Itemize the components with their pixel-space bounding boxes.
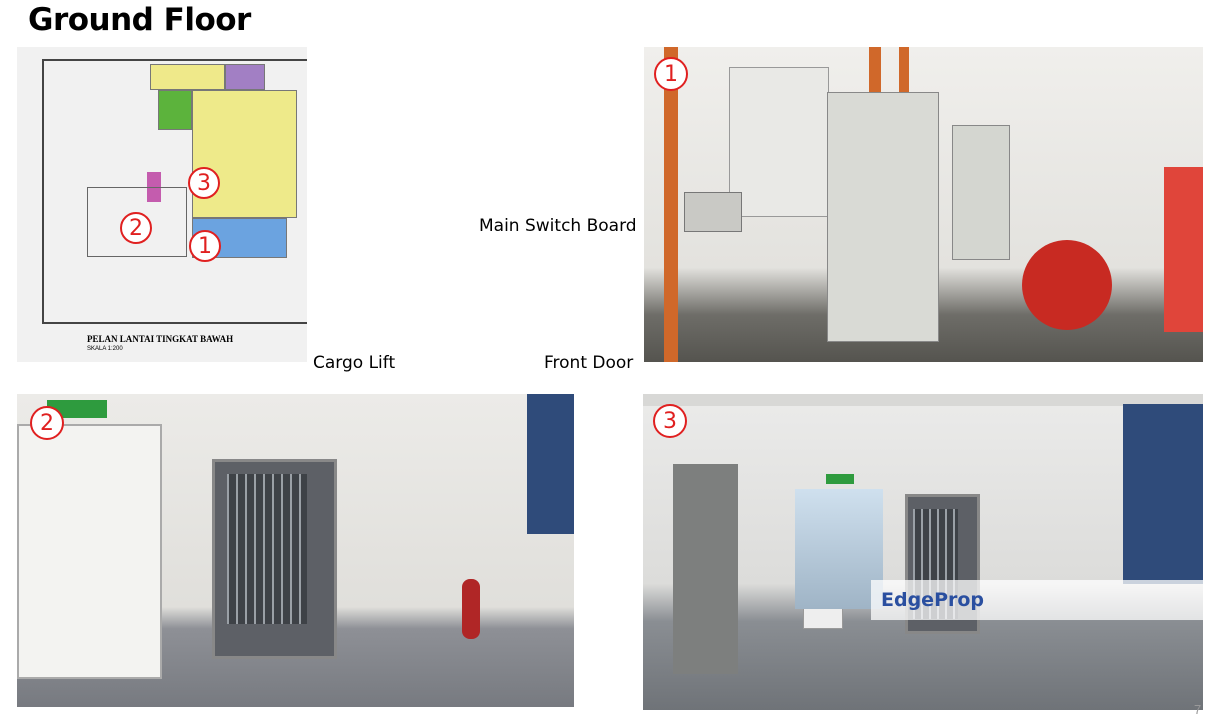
page-number: 7: [1194, 702, 1202, 717]
photo-main-switch-board: 1: [644, 47, 1203, 362]
label-front-door: Front Door: [544, 353, 634, 373]
plan-marker-3: 3: [188, 167, 220, 199]
photo-cargo-lift: 2: [17, 394, 574, 707]
photo-marker-2: 2: [30, 406, 64, 440]
photo-marker-3: 3: [653, 404, 687, 438]
edgeprop-watermark: EdgeProp: [871, 580, 1203, 620]
label-cargo-lift: Cargo Lift: [313, 353, 396, 373]
page-title: Ground Floor: [28, 2, 251, 38]
photo-front-door: 3: [643, 394, 1203, 710]
plan-marker-2: 2: [120, 212, 152, 244]
plan-scale: SKALA 1:200: [87, 346, 123, 352]
edgeprop-logo: EdgeProp: [881, 589, 985, 611]
label-main-switch-board: Main Switch Board: [479, 216, 637, 236]
photo-marker-1: 1: [654, 57, 688, 91]
plan-caption: PELAN LANTAI TINGKAT BAWAH: [87, 334, 234, 344]
floor-plan-image: 3 2 1 PELAN LANTAI TINGKAT BAWAH SKALA 1…: [17, 47, 307, 362]
plan-marker-1: 1: [189, 230, 221, 262]
